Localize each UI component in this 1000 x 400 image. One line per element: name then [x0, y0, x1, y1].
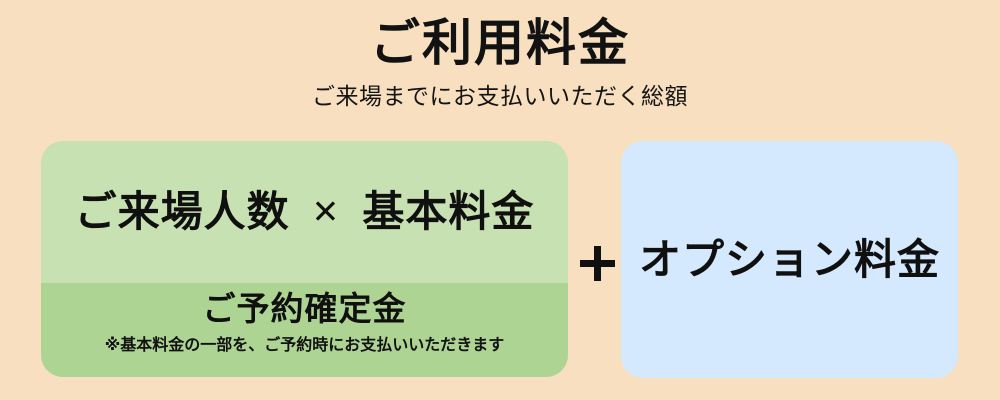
base-fee-formula: ご来場人数 ✕ 基本料金: [75, 191, 535, 233]
option-fee-label: オプション料金: [638, 235, 940, 283]
deposit-note: ※基本料金の一部を、ご予約時にお支払いいただきます: [104, 337, 505, 354]
page-title: ご利用料金: [370, 15, 630, 71]
base-fee-panel: ご来場人数 ✕ 基本料金 ご予約確定金 ※基本料金の一部を、ご予約時にお支払いい…: [41, 141, 568, 377]
formula-right-operand: 基本料金: [362, 188, 535, 235]
page-subtitle: ご来場までにお支払いいただく総額: [312, 83, 688, 109]
plus-icon: [580, 246, 615, 281]
option-fee-panel: オプション料金: [621, 141, 958, 378]
multiply-icon: ✕: [311, 192, 341, 230]
base-fee-formula-section: ご来場人数 ✕ 基本料金: [41, 141, 568, 283]
formula-left-operand: ご来場人数: [74, 188, 290, 235]
deposit-section: ご予約確定金 ※基本料金の一部を、ご予約時にお支払いいただきます: [41, 283, 568, 377]
deposit-title: ご予約確定金: [202, 290, 407, 327]
